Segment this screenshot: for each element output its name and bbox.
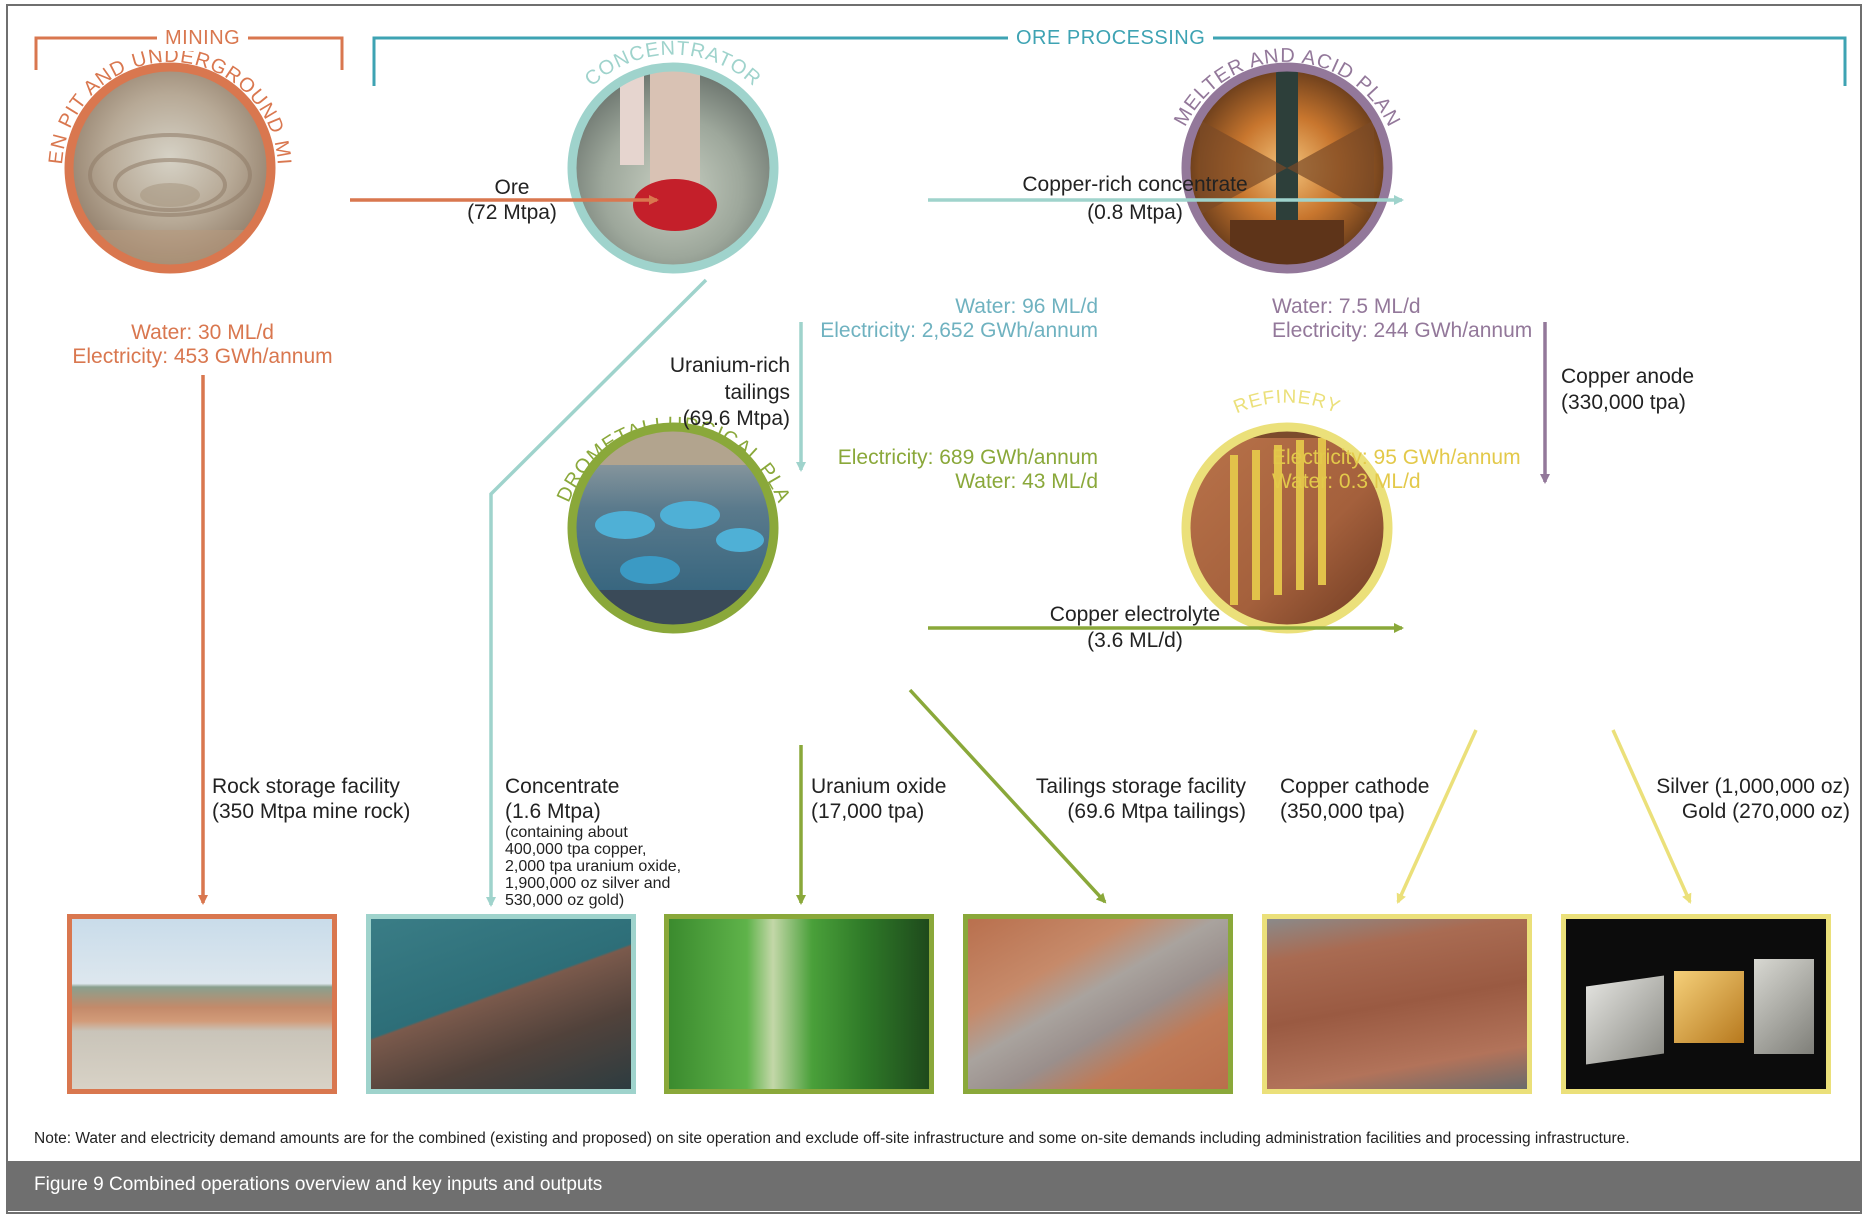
- mine-node: [64, 62, 276, 274]
- concentrator-water: Water: 96 ML/d: [955, 295, 1098, 318]
- refinery-water: Water: 0.3 ML/d: [1272, 470, 1421, 493]
- concentrator-electricity: Electricity: 2,652 GWh/annum: [820, 319, 1098, 342]
- tailings-flow-amount: (69.6 Mtpa): [682, 407, 790, 430]
- rock-storage-photo: [67, 914, 337, 1094]
- refinery-title: REFINERY: [1231, 387, 1344, 419]
- tailings-storage-photo: [963, 914, 1233, 1094]
- ore-processing-header: ORE PROCESSING: [1008, 26, 1214, 51]
- tailings-arrow: [908, 688, 1107, 904]
- ore-label: Ore: [494, 176, 530, 199]
- electrolyte-amount: (3.6 ML/d): [1087, 629, 1183, 652]
- concentrate-detail: 530,000 oz gold): [505, 892, 625, 909]
- copper-concentrate-label: Copper-rich concentrate: [1022, 173, 1248, 196]
- smelter-electricity: Electricity: 244 GWh/annum: [1272, 319, 1533, 342]
- tailings-amount: (69.6 Mtpa tailings): [1067, 800, 1246, 823]
- smelter-water: Water: 7.5 ML/d: [1272, 295, 1421, 318]
- silver-gold-photo: [1561, 914, 1831, 1094]
- concentrate-amount: (1.6 Mtpa): [505, 800, 601, 823]
- refinery-electricity: Electricity: 95 GWh/annum: [1272, 446, 1521, 469]
- precious-arrow: [1611, 729, 1692, 904]
- mine-water: Water: 30 ML/d: [131, 321, 274, 344]
- concentrator-node: [567, 62, 779, 274]
- concentrate-detail: (containing about: [505, 824, 628, 841]
- uranium-amount: (17,000 tpa): [811, 800, 925, 823]
- copper-anode-amount: (330,000 tpa): [1561, 391, 1686, 414]
- concentrate-detail: 1,900,000 oz silver and: [505, 875, 671, 892]
- cathode-arrow: [1396, 729, 1478, 904]
- silver-label: Silver (1,000,000 oz): [1656, 775, 1850, 798]
- copper-concentrate-amount: (0.8 Mtpa): [1087, 201, 1183, 224]
- uranium-drums-photo: [664, 914, 934, 1094]
- cathode-amount: (350,000 tpa): [1280, 800, 1405, 823]
- caption-bar: Figure 9 Combined operations overview an…: [8, 1161, 1860, 1211]
- concentrate-arrow: [486, 278, 708, 907]
- concentrate-ship-photo: [366, 914, 636, 1094]
- rock-label: Rock storage facility: [212, 775, 400, 798]
- footnote: Note: Water and electricity demand amoun…: [34, 1130, 1630, 1147]
- concentrate-label: Concentrate: [505, 775, 620, 798]
- cathode-label: Copper cathode: [1280, 775, 1430, 798]
- mining-header: MINING: [157, 26, 249, 51]
- concentrate-detail: 400,000 tpa copper,: [505, 841, 647, 858]
- rock-amount: (350 Mtpa mine rock): [212, 800, 411, 823]
- gold-label: Gold (270,000 oz): [1681, 800, 1850, 823]
- tailings-label: Tailings storage facility: [1035, 775, 1246, 798]
- figure-caption: Figure 9 Combined operations overview an…: [34, 1174, 603, 1195]
- tailings-flow-line2: tailings: [724, 381, 790, 404]
- hydro-water: Water: 43 ML/d: [955, 470, 1098, 493]
- copper-anode-label: Copper anode: [1561, 365, 1695, 388]
- tailings-flow-line1: Uranium-rich: [669, 354, 790, 377]
- ore-amount: (72 Mtpa): [467, 201, 557, 224]
- concentrate-detail: 2,000 tpa uranium oxide,: [505, 858, 682, 875]
- hydro-electricity: Electricity: 689 GWh/annum: [837, 446, 1098, 469]
- mine-electricity: Electricity: 453 GWh/annum: [72, 345, 333, 368]
- uranium-label: Uranium oxide: [811, 775, 947, 798]
- copper-cathode-photo: [1262, 914, 1532, 1094]
- figure-frame: [6, 4, 1862, 1214]
- electrolyte-label: Copper electrolyte: [1049, 603, 1221, 626]
- smelter-node: [1181, 62, 1393, 274]
- refinery-node: [1181, 422, 1393, 634]
